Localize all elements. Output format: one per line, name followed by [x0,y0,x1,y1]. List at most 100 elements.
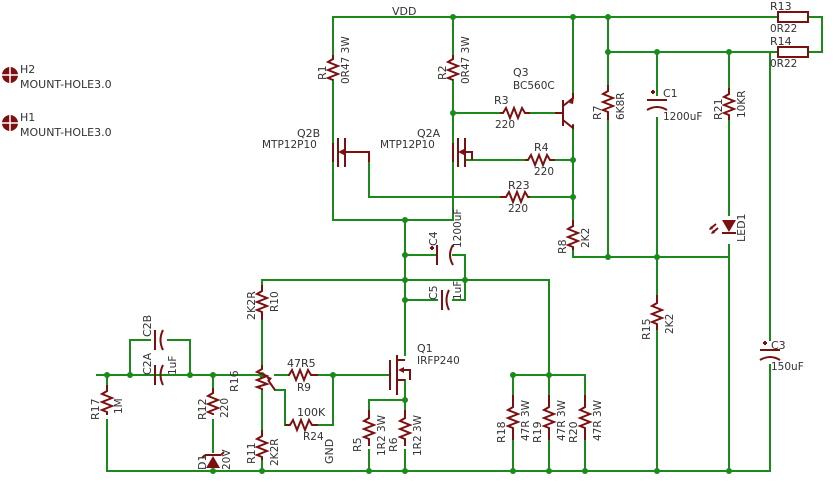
resistor-r12-value: 220 [219,398,231,418]
resistor-r11: R11 2K2R [245,430,281,466]
capacitor-c1: C1 1200uF [646,87,702,123]
resistor-r12: R12 220 [196,388,231,420]
capacitor-c2a: C2A 1uF [141,352,179,386]
resistor-r23-name: R23 [508,179,530,192]
resistor-r7: R7 6K8R [591,85,627,120]
capacitor-c4-name: C4 [427,231,440,246]
mount-hole-h2-value: MOUNT-HOLE3.0 [20,78,112,91]
resistor-r24: 100K R24 [285,406,326,443]
resistor-r15: R15 2K2 [640,295,676,340]
resistor-r21: R21 10KR [712,88,748,120]
bjt-q3-value: BC560C [513,80,555,92]
resistor-r21-name: R21 [712,98,725,120]
resistor-r18-name: R18 [495,421,508,443]
capacitor-c3-value: 150uF [771,361,804,373]
led-led1-name: LED1 [735,213,748,242]
resistor-r3: R3 220 [494,94,530,131]
bjt-q3-name: Q3 [513,66,529,79]
mount-hole-h2-name: H2 [20,63,35,76]
zener-d1: D1 20V [196,449,233,470]
mosfet-q2b-value: MTP12P10 [262,139,317,151]
resistor-r10-name: R10 [269,291,281,312]
capacitor-c4-value: 1200uF [452,209,464,248]
wires [96,16,823,472]
resistor-r2-name: R2 [436,65,449,80]
bjt-q3: Q3 BC560C [513,66,574,131]
resistor-r2-value: 0R47 3W [460,36,472,84]
resistor-r11-name: R11 [245,442,258,464]
potentiometer-r16: R16 [228,365,276,392]
mosfet-q2a-value: MTP12P10 [380,139,435,151]
resistor-r20-name: R20 [567,421,580,443]
capacitor-c1-name: C1 [663,87,678,100]
resistor-r19-value: 47R 3W [556,399,568,441]
capacitor-c4: C4 1200uF [427,209,464,266]
resistor-r10: 2K2R R10 [245,285,281,320]
capacitor-c3-name: C3 [771,339,786,352]
capacitor-c5-value: 1uF [452,281,464,300]
resistor-r14: R14 0R22 [770,35,809,70]
resistor-r6-value: 1R2 3W [412,414,424,456]
resistor-r20-value: 47R 3W [592,399,604,441]
resistor-r17-name: R17 [89,398,102,420]
junctions [104,14,732,474]
zener-d1-value: 20V [221,449,233,470]
resistor-r7-value: 6K8R [615,92,627,120]
led-led1: LED1 [709,213,748,242]
mosfet-q2a: Q2A MTP12P10 [380,127,473,167]
capacitor-c5: C5 1uF [427,281,464,311]
mount-hole-h1-value: MOUNT-HOLE3.0 [20,126,112,139]
resistor-r6: R6 1R2 3W [387,410,424,456]
resistor-r13: R13 0R22 [770,0,809,35]
mount-hole-h2: H2 MOUNT-HOLE3.0 [2,63,112,91]
resistor-r17-value: 1M [113,398,125,414]
resistor-r20: R20 47R 3W [567,395,604,443]
capacitor-c1-value: 1200uF [663,111,702,123]
mosfet-q2b-name: Q2B [297,127,320,140]
net-label-vdd: VDD [392,5,416,18]
capacitor-c2a-value: 1uF [167,356,179,375]
resistor-r4-value: 220 [534,166,554,178]
resistor-r11-value: 2K2R [269,438,281,466]
resistor-r1: R1 0R47 3W [316,36,352,84]
resistor-r24-name: R24 [303,431,324,443]
mosfet-q2b: Q2B MTP12P10 [262,127,370,167]
resistor-r15-value: 2K2 [664,314,676,334]
resistor-r9-value: 47R5 [287,357,316,370]
resistor-r24-value: 100K [297,406,326,419]
resistor-r3-name: R3 [494,94,509,107]
resistor-r1-value: 0R47 3W [340,36,352,84]
resistor-r13-value: 0R22 [770,23,797,35]
capacitor-c3: C3 150uF [759,339,804,373]
resistor-r5-name: R5 [351,437,364,452]
resistor-r3-value: 220 [495,119,515,131]
capacitor-c2a-name: C2A [141,352,154,375]
mosfet-q1-value: IRFP240 [417,355,460,367]
resistor-r9: 47R5 R9 [287,357,318,394]
resistor-r8-value: 2K2 [580,228,592,248]
capacitor-c5-name: C5 [427,285,440,300]
net-label-gnd: GND [323,439,336,464]
potentiometer-r16-name: R16 [228,370,241,392]
resistor-r7-name: R7 [591,105,604,120]
resistor-r8-name: R8 [556,239,569,254]
resistor-r8: R8 2K2 [556,220,592,254]
mount-hole-h1: H1 MOUNT-HOLE3.0 [2,111,112,139]
resistor-r13-name: R13 [770,0,792,13]
resistor-r9-name: R9 [297,382,311,394]
resistor-r4-name: R4 [534,141,549,154]
resistor-r4: R4 220 [525,141,555,178]
mount-hole-h1-name: H1 [20,111,35,124]
resistor-r1-name: R1 [316,65,329,80]
resistor-r10-value: 2K2R [245,291,258,320]
resistor-r14-value: 0R22 [770,58,797,70]
resistor-r15-name: R15 [640,318,653,340]
resistor-r17: R17 1M [89,385,125,420]
mosfet-q1: Q1 IRFP240 [389,342,460,395]
resistor-r5: R5 1R2 3W [351,410,388,456]
resistor-r14-name: R14 [770,35,792,48]
mosfet-q1-name: Q1 [417,342,433,355]
resistor-r5-value: 1R2 3W [376,414,388,456]
resistor-r23: R23 220 [500,179,530,215]
